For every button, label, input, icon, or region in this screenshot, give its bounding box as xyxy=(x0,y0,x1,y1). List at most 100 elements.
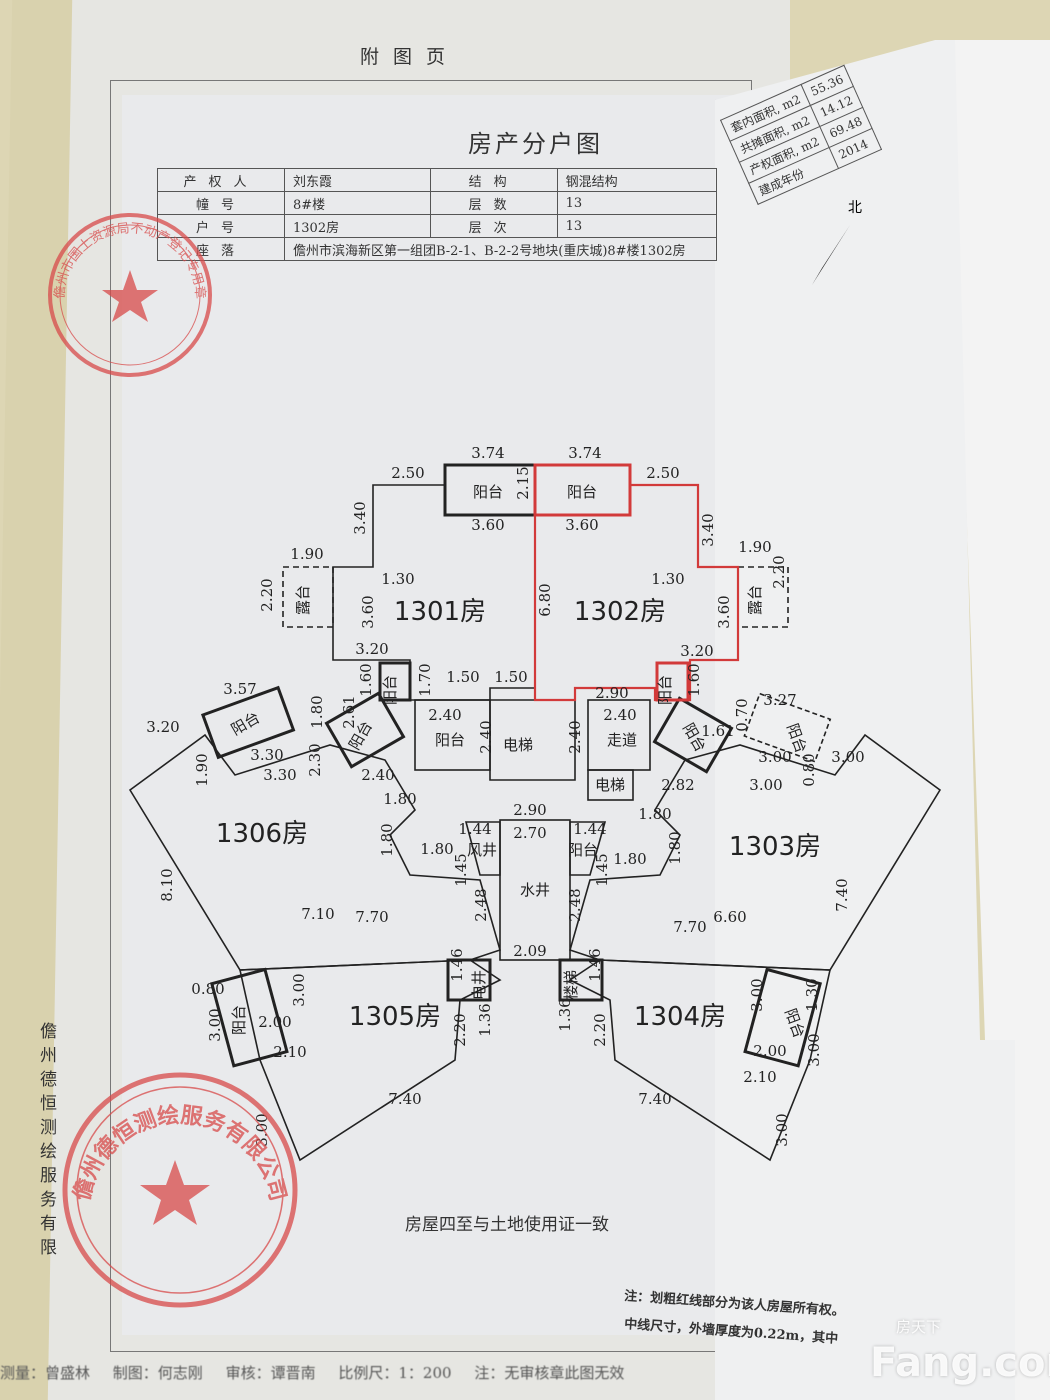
official-stamp-top: 儋州市国土资源局不动产登记专用章 xyxy=(48,213,212,377)
label-building: 幢号 xyxy=(157,191,285,215)
dimension-label: 3.60 xyxy=(565,516,598,534)
area-label: 电梯 xyxy=(595,776,625,794)
dimension-label: 2.90 xyxy=(513,801,546,819)
dimension-label: 3.00 xyxy=(758,748,791,766)
dimension-label: 0.70 xyxy=(733,698,751,731)
owned-unit-1302-outline xyxy=(533,463,740,702)
dimension-label: 3.74 xyxy=(568,444,601,462)
dimension-label: 2.82 xyxy=(661,776,694,794)
surveying-company-name: 儋州德恒测绘服务有限 xyxy=(40,1022,57,1258)
dimension-label: 2.10 xyxy=(743,1068,776,1086)
label-owner: 产权人 xyxy=(157,168,285,192)
star-icon xyxy=(102,270,158,322)
dimension-label: 2.20 xyxy=(258,578,276,611)
dimension-label: 2.09 xyxy=(513,942,546,960)
room-label: 1306房 xyxy=(216,819,308,849)
dimension-label: 7.40 xyxy=(638,1090,671,1108)
balcony-outline xyxy=(446,958,492,1002)
area-label: 阳台 xyxy=(435,731,465,749)
dimension-label: 2.00 xyxy=(258,1013,291,1031)
balcony-outline xyxy=(324,691,406,769)
dimension-label: 3.20 xyxy=(355,640,388,658)
area-label: 阳台 xyxy=(656,675,674,705)
dimension-label: 2.61 xyxy=(340,695,358,728)
label-floors: 层数 xyxy=(429,191,558,215)
area-label: 阳台 xyxy=(473,483,503,501)
balcony-outline xyxy=(652,696,734,774)
table-row: 座落儋州市滨海新区第一组团B-2-1、B-2-2号地块(重庆城)8#楼1302房 xyxy=(157,237,717,261)
balcony-outline xyxy=(743,967,823,1068)
dimension-label: 1.46 xyxy=(586,948,604,981)
dimension-label: 7.10 xyxy=(301,905,334,923)
dimension-label: 3.60 xyxy=(471,516,504,534)
dimension-label: 3.60 xyxy=(359,595,377,628)
value-building: 8#楼 xyxy=(284,191,431,215)
value-structure: 钢混结构 xyxy=(556,168,718,192)
dimension-label: 3.00 xyxy=(206,1008,224,1041)
page-header: 附图页 xyxy=(360,46,460,68)
signature-footer: 测量：曾盛林 制图：何志刚 审核：谭晋南 比例尺：1：200 注：无审核章此图无… xyxy=(0,1362,820,1383)
dimension-label: 3.00 xyxy=(748,978,766,1011)
dimension-label: 1.90 xyxy=(738,538,771,556)
dimension-label: 7.70 xyxy=(673,918,706,936)
north-label: 北 xyxy=(848,200,862,216)
dimension-label: 7.40 xyxy=(833,878,851,911)
plan-walls xyxy=(128,463,942,1162)
dimension-label: 2.15 xyxy=(514,466,532,499)
dimension-label: 2.20 xyxy=(591,1013,609,1046)
dimension-label: 2.20 xyxy=(451,1013,469,1046)
surveying-company-stamp: 儋州德恒测绘服务有限公司 xyxy=(62,1072,298,1308)
scale: 比例尺：1：200 xyxy=(338,1364,452,1382)
validity-note: 注：无审核章此图无效 xyxy=(474,1364,625,1382)
airshaft-outline xyxy=(587,769,634,801)
dimension-label: 2.20 xyxy=(770,555,788,588)
dimension-label: 0.80 xyxy=(800,753,818,786)
area-label: 走道 xyxy=(607,731,637,749)
dimension-label: 1.30 xyxy=(651,570,684,588)
area-label: 水井 xyxy=(520,881,550,899)
dimension-label: 3.20 xyxy=(680,642,713,660)
shaft-outline xyxy=(569,821,607,876)
room-label: 1303房 xyxy=(729,832,821,862)
dimension-label: 1.45 xyxy=(452,853,470,886)
dimension-label: 2.40 xyxy=(477,720,495,753)
unit-1304-outline xyxy=(568,959,831,1162)
dimension-label: 1.80 xyxy=(666,831,684,864)
label-location: 座落 xyxy=(157,237,285,261)
dimension-label: 7.70 xyxy=(355,908,388,926)
dimension-label: 1.90 xyxy=(290,545,323,563)
dimension-label: 3.30 xyxy=(250,746,283,764)
dimension-label: 3.60 xyxy=(715,595,733,628)
dimension-label: 2.10 xyxy=(273,1043,306,1061)
balcony-outline xyxy=(378,661,412,702)
watermark-brand: Fang.com xyxy=(870,1340,1050,1386)
dimension-label: 1.80 xyxy=(420,840,453,858)
dimension-label: 1.44 xyxy=(458,820,491,838)
area-label: 阳台 xyxy=(230,1005,248,1035)
room-label: 1302房 xyxy=(574,597,666,627)
balcony-outline xyxy=(209,967,289,1068)
dimension-label: 2.90 xyxy=(595,684,628,702)
area-label: 阳台 xyxy=(228,708,263,739)
table-row: 产权人刘东霞结构钢混结构 xyxy=(157,168,718,192)
value-unit: 1302房 xyxy=(284,214,431,238)
dimension-label: 1.50 xyxy=(494,668,527,686)
label-floor-level: 层次 xyxy=(429,214,558,238)
dimension-label: 1.80 xyxy=(378,823,396,856)
dimension-label: 0.80 xyxy=(191,980,224,998)
area-label: 阳台 xyxy=(567,483,597,501)
dimension-label: 3.40 xyxy=(699,513,717,546)
shaft-outline xyxy=(464,821,501,876)
dimension-label: 3.30 xyxy=(263,766,296,784)
balcony-outline xyxy=(558,958,604,1002)
dimension-label: 1.30 xyxy=(803,978,821,1011)
terrace-outline xyxy=(282,566,334,628)
dimension-label: 2.00 xyxy=(753,1042,786,1060)
dimension-label: 1.46 xyxy=(448,948,466,981)
north-arrow-icon: 北 xyxy=(812,200,862,285)
value-location: 儋州市滨海新区第一组团B-2-1、B-2-2号地块(重庆城)8#楼1302房 xyxy=(284,237,717,261)
boundary-note: 房屋四至与土地使用证一致 xyxy=(405,1215,609,1235)
